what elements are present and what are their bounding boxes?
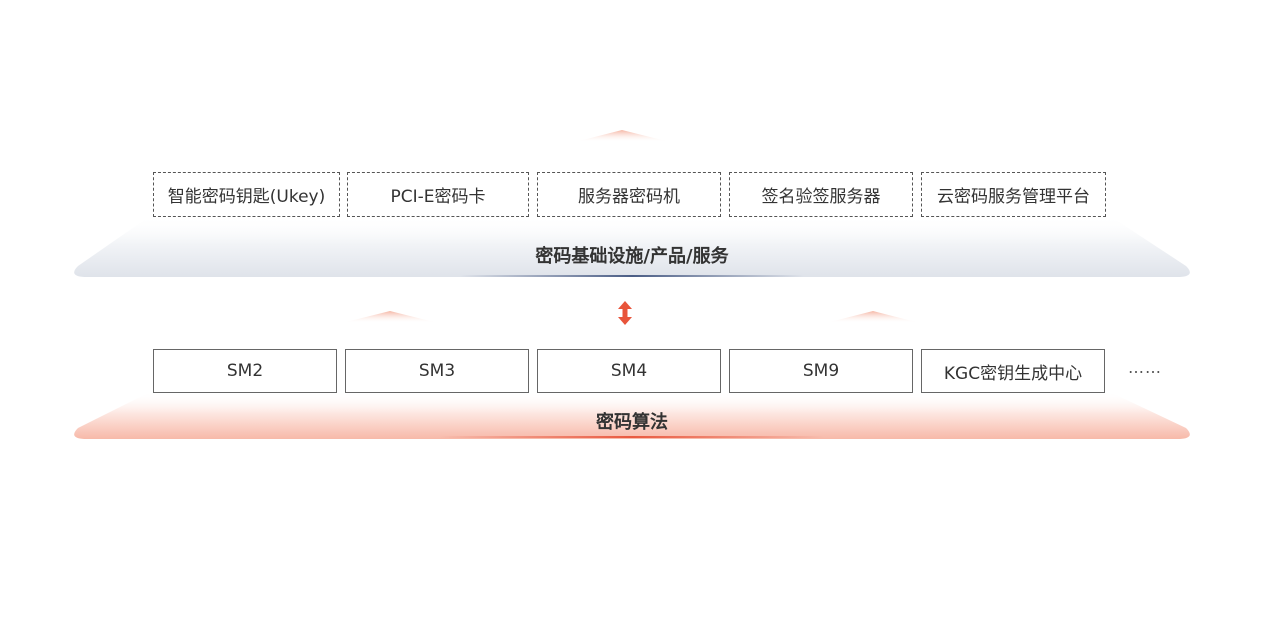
product-box-label: 签名验签服务器 [761,187,881,207]
algorithm-box-label: KGC密钥生成中心 [943,363,1083,384]
algorithm-box-sm3: SM3 [345,349,529,393]
upper-layer-edge [460,275,804,277]
upper-layer-title: 密码基础设施/产品/服务 [535,246,729,267]
product-box-cloud-platform: 云密码服务管理平台 [921,172,1106,217]
algorithm-box-kgc: KGC密钥生成中心 [921,349,1105,393]
algorithm-box-sm2: SM2 [153,349,337,393]
product-box-label: 服务器密码机 [578,187,680,207]
product-box-label: PCI-E密码卡 [390,187,486,207]
lower-layer-band [74,392,1190,439]
algorithm-box-sm4: SM4 [537,349,721,393]
lower-layer-title: 密码算法 [596,412,668,433]
peak-decoration [826,311,920,323]
product-box-pcie-card: PCI-E密码卡 [347,172,529,217]
peak-decoration [342,311,438,323]
algorithm-box-label: SM3 [418,361,456,381]
algorithm-box-label: SM9 [802,361,840,381]
product-box-label: 智能密码钥匙(Ukey) [167,187,326,207]
product-box-signature-server: 签名验签服务器 [729,172,913,217]
algorithm-box-label: SM4 [610,361,648,381]
lower-layer-edge [440,436,824,438]
upper-layer-band [74,216,1190,277]
peak-decoration [575,130,670,142]
algorithm-box-sm9: SM9 [729,349,913,393]
more-ellipsis: …… [1128,358,1162,377]
double-arrow-icon [618,301,632,325]
product-box-server-crypto: 服务器密码机 [537,172,721,217]
product-box-ukey: 智能密码钥匙(Ukey) [153,172,340,217]
product-box-label: 云密码服务管理平台 [937,187,1090,207]
algorithm-box-label: SM2 [226,361,264,381]
